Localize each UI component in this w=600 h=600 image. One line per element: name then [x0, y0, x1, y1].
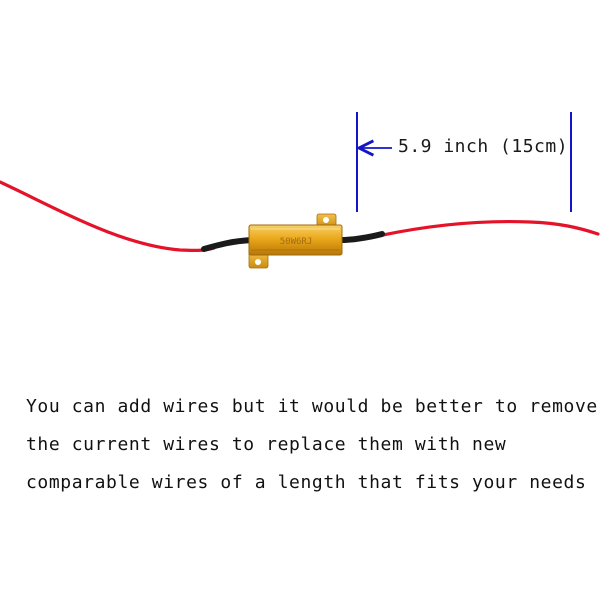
right-sleeve [337, 231, 385, 243]
caption: You can add wires but it would be better… [26, 388, 598, 502]
left-wire [0, 180, 216, 252]
right-wire [376, 219, 600, 238]
resistor-body: 50W6RJ [248, 224, 343, 256]
resistor-wire-illustration: 50W6RJ [0, 112, 600, 269]
dimension-label: 5.9 inch (15cm) [396, 136, 571, 157]
caption-line: You can add wires but it would be better… [26, 396, 598, 417]
left-sleeve [201, 237, 255, 252]
resistor-marking: 50W6RJ [280, 237, 313, 247]
caption-line: the current wires to replace them with n… [26, 434, 507, 455]
caption-line: comparable wires of a length that fits y… [26, 472, 587, 493]
